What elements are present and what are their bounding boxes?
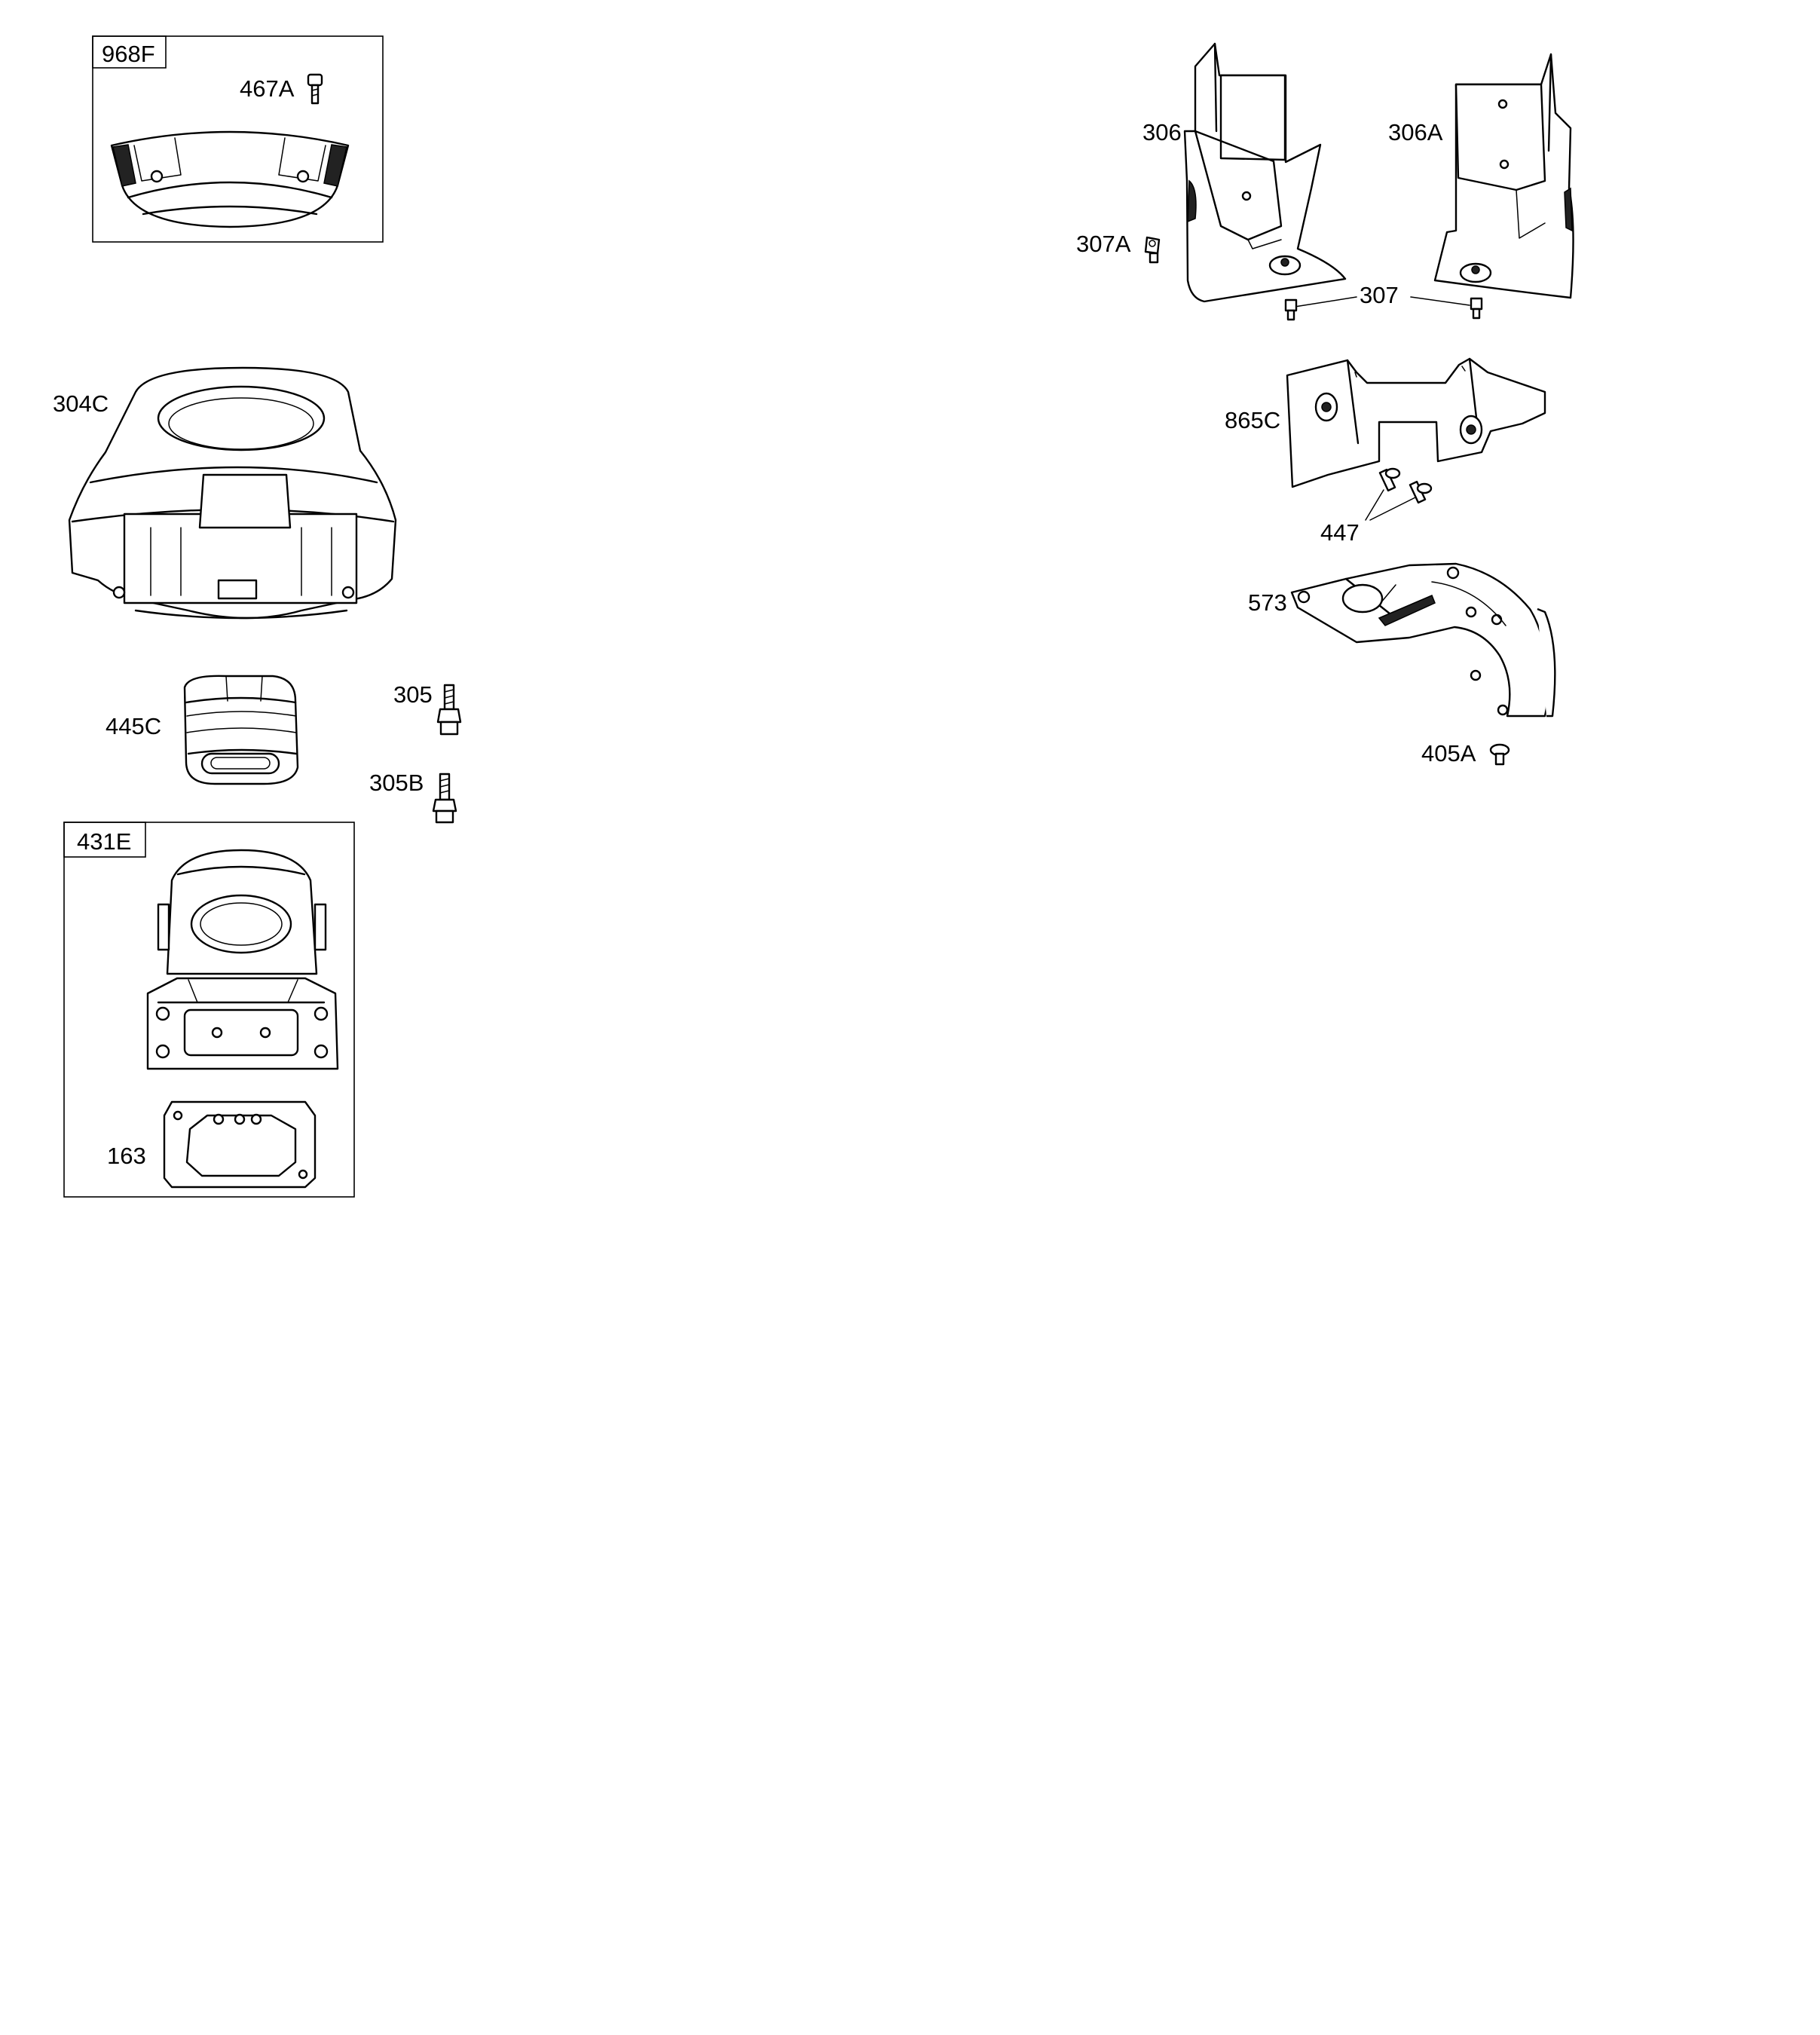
screw-305b-icon[interactable] [432,773,457,824]
label-304c[interactable]: 304C [53,390,109,417]
cylinder-shroud-306[interactable] [1183,42,1347,303]
screw-305-group: 305 305B [369,681,462,824]
label-445c[interactable]: 445C [106,713,161,739]
intake-cover-968f[interactable] [110,130,350,228]
blower-housing-304c[interactable]: 304C [53,366,397,620]
label-467a[interactable]: 467A [240,75,295,102]
label-306[interactable]: 306 [1142,119,1182,145]
label-305b[interactable]: 305B [369,770,424,796]
screw-305-icon[interactable] [436,684,462,736]
guard-573[interactable]: 573 [1248,562,1556,718]
cylinder-shroud-306a[interactable] [1433,53,1574,299]
label-447[interactable]: 447 [1320,519,1360,546]
label-431e[interactable]: 431E [77,828,131,855]
group-968f-frame [92,35,384,243]
screw-307-right-icon[interactable] [1470,297,1483,320]
label-968f[interactable]: 968F [102,41,155,67]
gasket-163[interactable] [163,1100,317,1189]
shroud-group: 306 306A 307A [1076,42,1574,321]
label-573[interactable]: 573 [1248,589,1287,616]
label-405a[interactable]: 405A [1421,740,1476,767]
screw-307a-icon[interactable] [1144,236,1161,264]
screw-467a-icon[interactable] [307,73,323,105]
group-431e: 431E 163 [63,822,355,1198]
screw-405a-group: 405A [1421,740,1510,767]
label-307[interactable]: 307 [1360,282,1399,308]
screw-307-left-icon[interactable] [1284,298,1298,321]
screw-405a-icon[interactable] [1489,743,1510,766]
group-968f-tag [92,35,167,69]
label-865c[interactable]: 865C [1225,407,1280,433]
screw-447-group: 447 [1320,467,1433,546]
air-filter-445c[interactable]: 445C [106,675,299,785]
label-306a[interactable]: 306A [1388,119,1443,145]
label-163[interactable]: 163 [107,1143,146,1169]
baffle-865c[interactable]: 865C [1225,357,1546,488]
group-431e-tag [63,822,146,858]
group-968f: 968F 467A [92,35,384,243]
label-305[interactable]: 305 [393,681,433,708]
leader-307 [1294,296,1470,308]
screw-447-left-icon[interactable] [1378,467,1401,492]
label-307a[interactable]: 307A [1076,231,1131,257]
leader-447-right [1369,497,1416,521]
group-431e-frame [63,822,355,1198]
screw-447-right-icon[interactable] [1409,480,1433,504]
leader-447-left [1365,489,1384,521]
air-intake-elbow-431e[interactable] [146,849,339,1070]
